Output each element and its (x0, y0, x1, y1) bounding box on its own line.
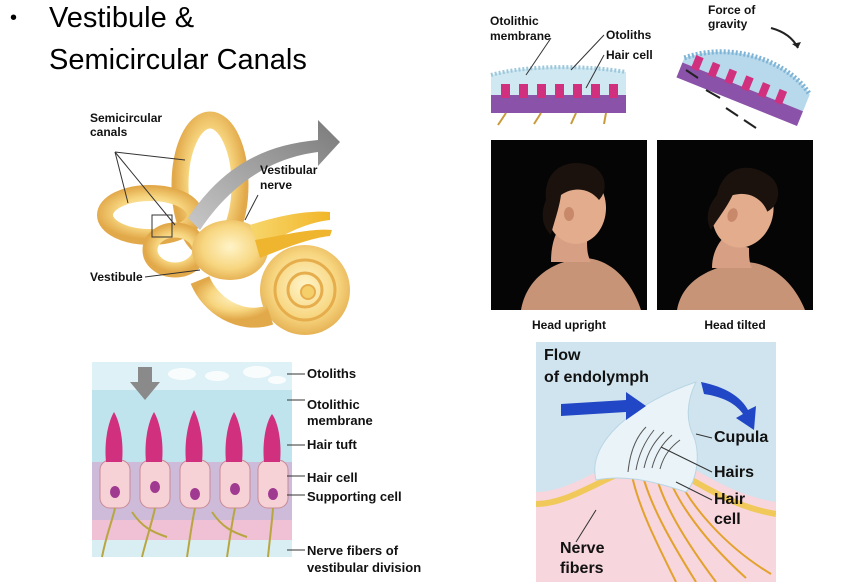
motion-arrow-icon (188, 120, 340, 230)
cochlea-spiral-2 (286, 271, 324, 309)
hair-cell-label-2: cell (714, 511, 741, 528)
leader-otoliths (570, 34, 605, 71)
macula-callout-box (151, 214, 173, 238)
bullet-point: • (10, 7, 18, 29)
hairs-label: Hairs (714, 464, 755, 481)
hair-cell-label-1: Hair (714, 491, 746, 508)
otoliths-left (490, 65, 627, 77)
macula-leader-lines (287, 373, 305, 551)
leader-otolithic (525, 37, 552, 76)
otolithic-membrane-label-1: Otolithic (490, 14, 539, 28)
force-of-gravity-label-1: Force of (708, 3, 756, 17)
leader-vestibule (144, 269, 201, 278)
vestibule-body (192, 220, 268, 280)
hair-cell-label: Hair cell (307, 470, 358, 485)
vestibule-label: Vestibule (90, 270, 143, 284)
leader-vestibular-nerve (244, 194, 259, 221)
hair-tuft-label: Hair tuft (307, 437, 357, 452)
nerve-strands-left (497, 112, 607, 126)
hair-cells-left (501, 84, 618, 98)
cupula (594, 381, 698, 493)
flow-arrow-left-icon (561, 392, 646, 420)
supporting-cell-label: Supporting cell (307, 489, 402, 504)
inner-ear-diagram: Semicircular canals Vestibular nerve Ves… (80, 100, 380, 340)
otolithic-membrane-label-2: membrane (307, 413, 373, 428)
nerve-fibers-label-2: vestibular division (307, 560, 422, 575)
head-upright-photo (491, 140, 647, 310)
semicircular-canals-label-2: canals (90, 125, 128, 139)
otolith-illustration (490, 27, 812, 129)
head-tilted-image (657, 140, 813, 310)
down-arrow-icon (130, 367, 160, 400)
hair-cell-nuclei (110, 481, 278, 500)
nerve-fibers-label-1: Nerve fibers of (307, 543, 399, 558)
head-tilted-photo (657, 140, 813, 310)
slide-title-line2: Semicircular Canals (49, 44, 307, 76)
cupula-label: Cupula (714, 429, 769, 446)
vestibular-nerve-label-1: Vestibular (260, 163, 318, 177)
head-upright-caption: Head upright (532, 318, 606, 332)
otoliths-label: Otoliths (606, 28, 652, 42)
otolithic-membrane-label-2: membrane (490, 29, 551, 43)
slide-title-line1: Vestibule & (49, 2, 195, 34)
otoliths-label: Otoliths (307, 366, 357, 381)
basement-layer (92, 520, 292, 542)
head-upright-image (491, 140, 647, 310)
hair-tufts (105, 410, 281, 462)
otolith-crystals (168, 366, 286, 384)
semicircular-canals-label-1: Semicircular (90, 111, 163, 125)
leader-semicircular-3 (114, 151, 176, 226)
cochlea-spiral-1 (273, 258, 337, 322)
vestibular-nerve-label-2: nerve (260, 178, 293, 192)
crista-ampullaris-diagram: Flow of endolymph Cupula Hairs Hair cell… (536, 342, 776, 582)
macula-diagram: Otoliths Otolithic membrane Hair tuft Ha… (92, 360, 452, 585)
otolith-organ-diagrams: Otolithic membrane Otoliths Hair cell Fo… (486, 0, 812, 135)
gravity-arrowhead (792, 42, 801, 48)
purple-base-left (491, 95, 626, 113)
nerve-fibers-label-1: Nerve (560, 540, 605, 557)
flow-arrow-right-icon (701, 382, 756, 430)
inner-ear-illustration (97, 111, 350, 335)
hair-cells (99, 459, 289, 509)
leader-semicircular-1 (114, 151, 129, 204)
flow-label-2: of endolymph (544, 369, 649, 386)
tilted-macula (676, 49, 812, 127)
nerve-fibers (101, 507, 274, 558)
cochlea-center (300, 284, 316, 300)
nerve-fibers-label-2: fibers (560, 560, 604, 577)
otolithic-membrane-label-1: Otolithic (307, 397, 360, 412)
shear-arrows-icon (685, 69, 757, 129)
vestibule-lower (190, 275, 274, 328)
bottom-layer (92, 540, 292, 557)
force-of-gravity-label-2: gravity (708, 17, 748, 31)
crista-illustration (536, 342, 776, 582)
head-tilted-caption: Head tilted (704, 318, 766, 332)
nerve-branch (255, 229, 332, 258)
leader-hair-cell (585, 54, 605, 89)
leader-semicircular-2 (114, 151, 186, 161)
hair-cell-label: Hair cell (606, 48, 653, 62)
flow-label-1: Flow (544, 347, 581, 364)
macula-illustration (92, 362, 292, 558)
crista-leader-lines (575, 433, 713, 543)
